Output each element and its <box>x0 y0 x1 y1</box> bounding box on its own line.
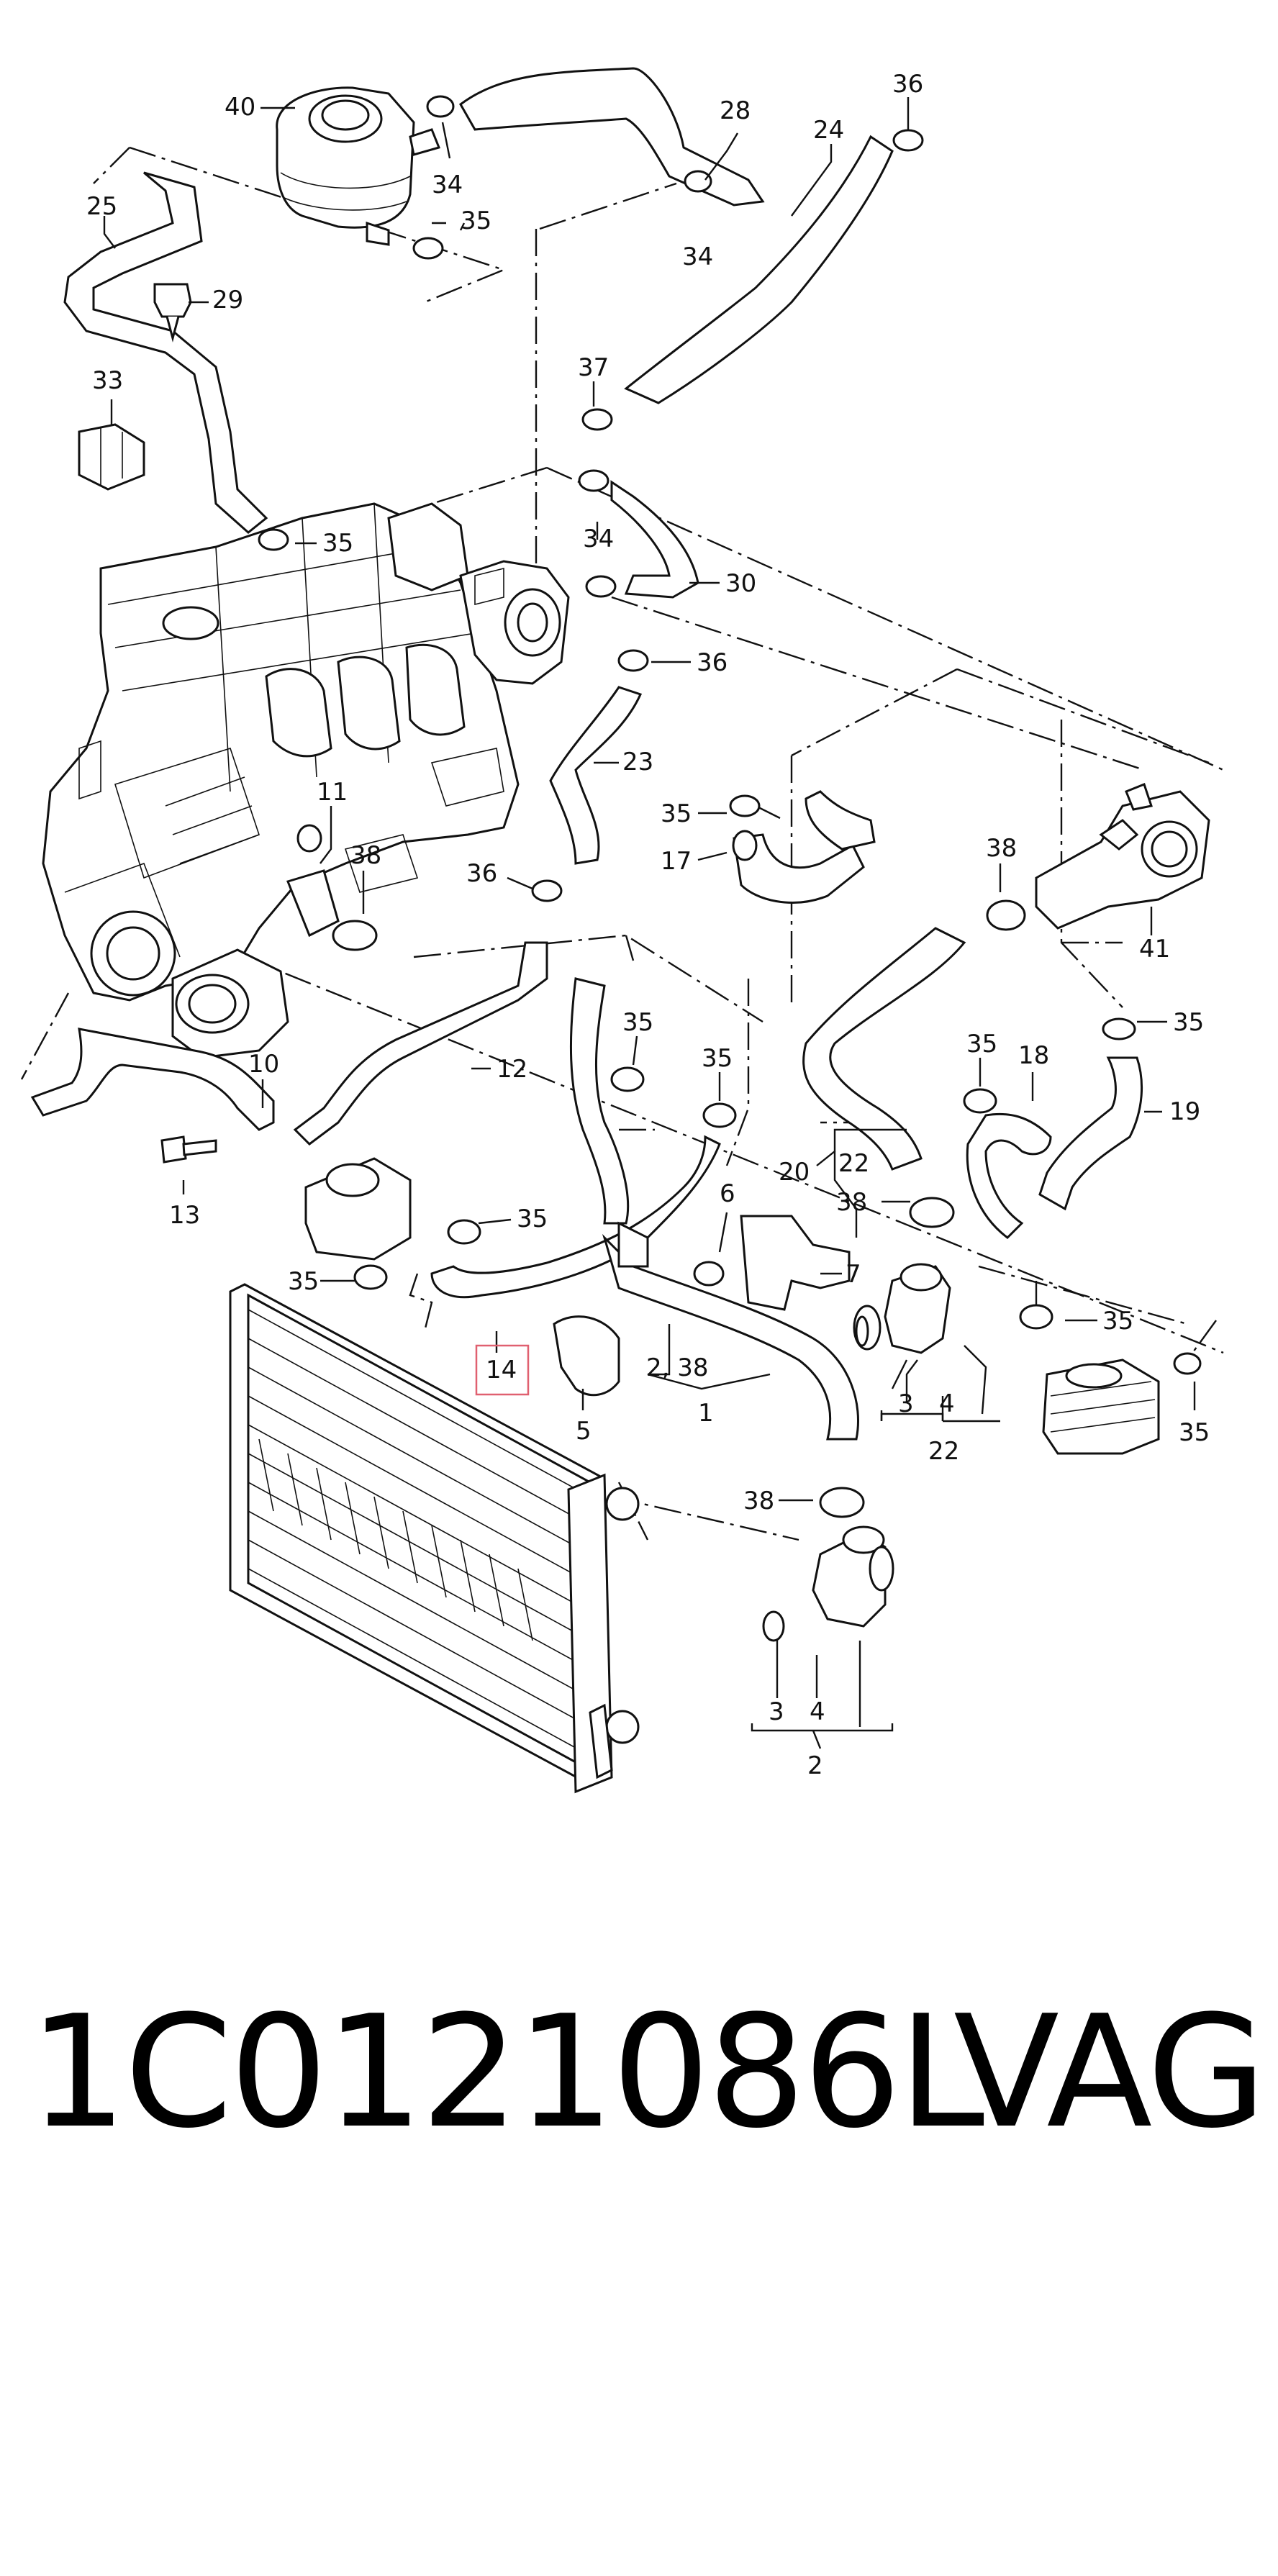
callout-35: 35 <box>966 1030 997 1058</box>
coolant-system-diagram: 40 34 28 36 24 25 35 34 29 33 37 35 34 3… <box>20 67 1224 1794</box>
callout-17: 17 <box>661 847 692 876</box>
callout-36: 36 <box>697 648 728 677</box>
coolant-flange <box>171 948 289 1059</box>
callout-23: 23 <box>622 748 653 776</box>
callout-41: 41 <box>1139 935 1170 963</box>
callout-3: 3 <box>898 1389 914 1418</box>
callout-20: 20 <box>779 1158 810 1187</box>
radiator <box>229 1283 640 1794</box>
callout-28: 28 <box>720 96 751 125</box>
callout-34: 34 <box>432 171 463 199</box>
callout-10: 10 <box>248 1050 279 1079</box>
callout-34: 34 <box>583 525 614 553</box>
callout-38: 38 <box>743 1487 774 1515</box>
callout-1: 1 <box>698 1399 714 1428</box>
callout-35: 35 <box>288 1267 319 1296</box>
callout-35: 35 <box>517 1205 548 1233</box>
exploded-parts-drawing: 40 34 28 36 24 25 35 34 29 33 37 35 34 3… <box>20 67 1224 1794</box>
leader-lines <box>103 97 1196 1749</box>
callout-29: 29 <box>212 286 243 314</box>
callout-38: 38 <box>986 834 1017 863</box>
part-number: 1C0121086L <box>29 1982 984 2162</box>
callout-38: 38 <box>350 841 381 870</box>
control-valve <box>459 560 570 685</box>
highlight-box-14 <box>475 1344 530 1396</box>
callout-13: 13 <box>169 1201 200 1230</box>
callout-12: 12 <box>497 1055 527 1084</box>
callout-36: 36 <box>466 859 497 888</box>
callout-35: 35 <box>1173 1008 1204 1037</box>
callout-35: 35 <box>1102 1307 1133 1335</box>
callout-4: 4 <box>810 1697 825 1726</box>
callout-22: 22 <box>928 1437 959 1466</box>
callout-22: 22 <box>838 1149 869 1178</box>
brand-name: VAG <box>953 1982 1266 2162</box>
callout-24: 24 <box>813 116 844 145</box>
callout-37: 37 <box>578 353 609 382</box>
callout-11: 11 <box>317 778 348 807</box>
callout-14: 14 <box>486 1356 517 1384</box>
callout-36: 36 <box>892 70 923 99</box>
callout-18: 18 <box>1018 1041 1049 1070</box>
hoses <box>30 67 1143 1441</box>
clamps <box>78 95 1210 1642</box>
part-caption: 1C0121086L VAG <box>0 1972 1278 2173</box>
engine-block <box>42 502 520 1002</box>
callout-4: 4 <box>939 1389 955 1418</box>
callout-labels: 40 34 28 36 24 25 35 34 29 33 37 35 34 3… <box>86 70 1210 1780</box>
callout-38: 38 <box>836 1188 867 1217</box>
callout-3: 3 <box>769 1697 784 1726</box>
callout-30: 30 <box>725 569 756 598</box>
callout-2: 2 <box>807 1751 823 1780</box>
callout-2-38: 2, 38 <box>646 1353 709 1382</box>
callout-34: 34 <box>682 242 713 271</box>
callout-40: 40 <box>225 93 255 122</box>
callout-25: 25 <box>86 192 117 221</box>
expansion-tank <box>276 86 441 246</box>
callout-19: 19 <box>1169 1097 1200 1126</box>
callout-35: 35 <box>461 207 491 235</box>
callout-33: 33 <box>92 366 123 395</box>
callout-5: 5 <box>576 1417 592 1446</box>
callout-6: 6 <box>720 1179 735 1208</box>
callout-35: 35 <box>322 529 353 558</box>
callout-35: 35 <box>661 799 692 828</box>
callout-35: 35 <box>1179 1418 1210 1447</box>
callout-7: 7 <box>846 1260 861 1289</box>
callout-35: 35 <box>622 1008 653 1037</box>
callout-35: 35 <box>702 1044 733 1073</box>
